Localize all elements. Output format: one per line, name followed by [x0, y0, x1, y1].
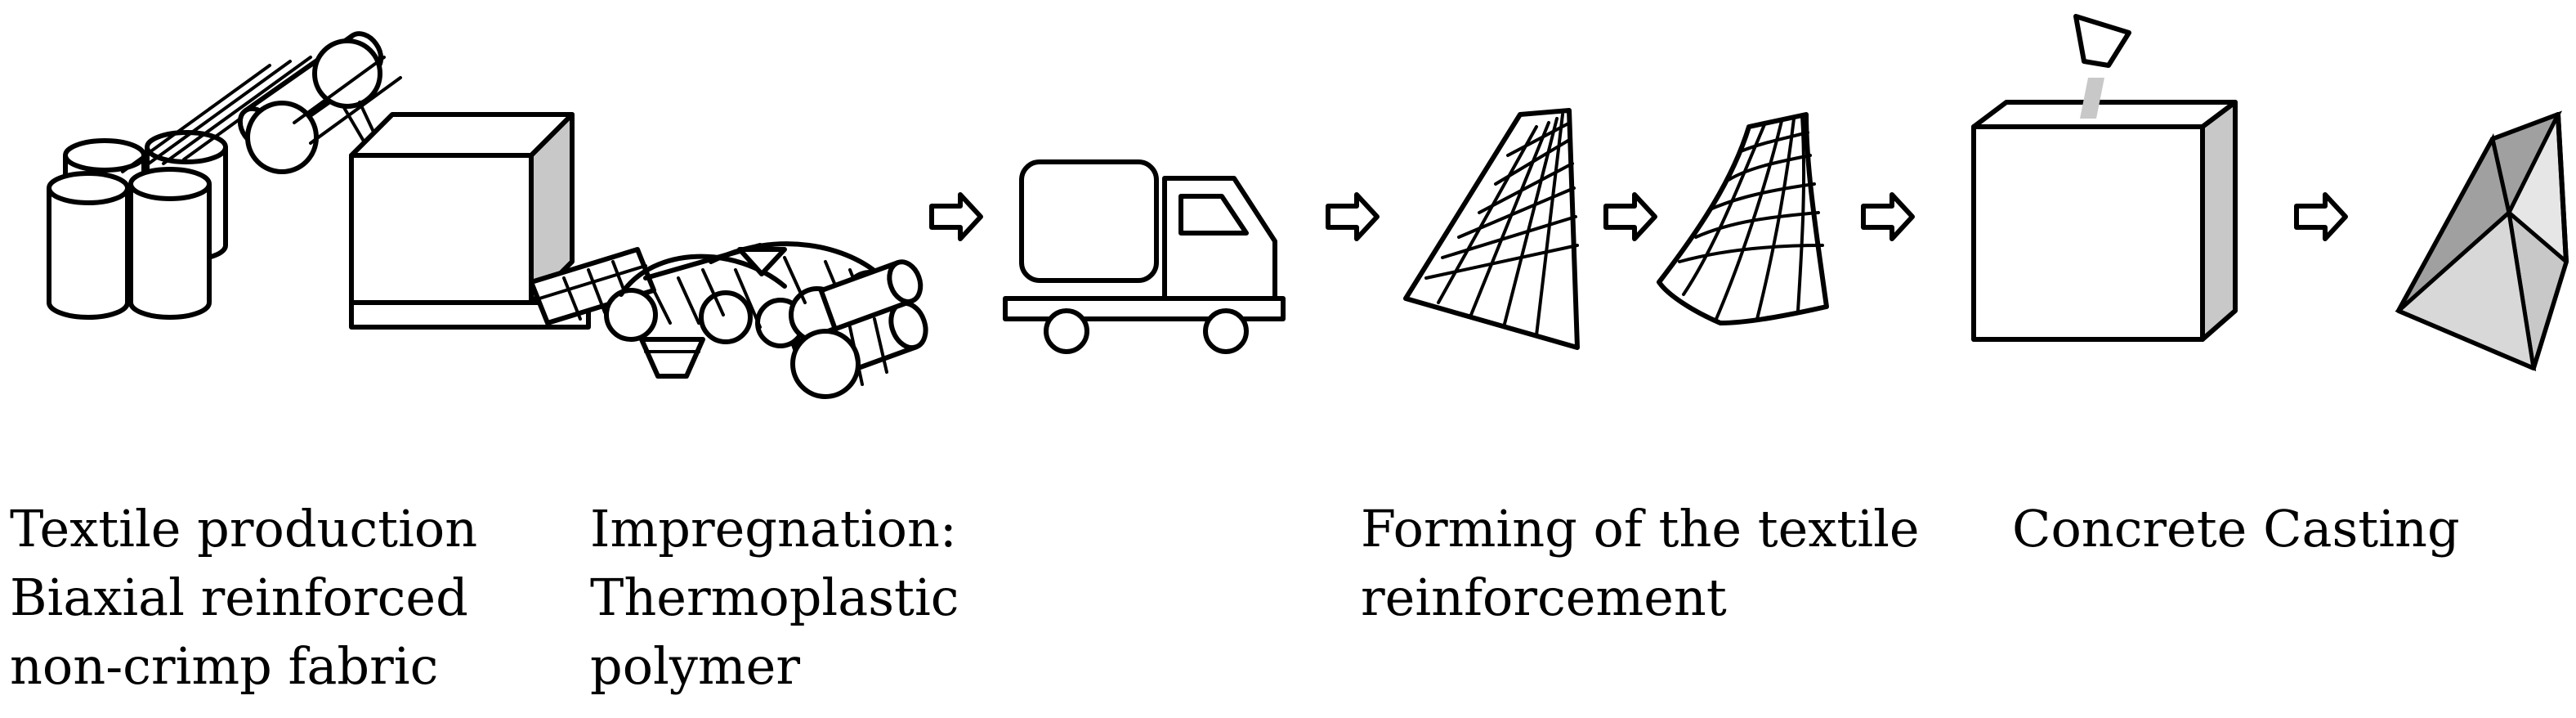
step-label-textile-production: Textile production Biaxial reinforced no…: [10, 499, 478, 696]
arrow-icon: [929, 192, 983, 241]
yarn-spools-icon: [47, 130, 228, 320]
formed-textile-icon: [1657, 112, 1829, 325]
guide-rollers-icon: [237, 31, 402, 177]
step-label-forming: Forming of the textile reinforcement: [1361, 499, 1920, 627]
concrete-shell-icon: [2395, 110, 2569, 372]
arrow-icon: [1861, 192, 1915, 241]
arrow-icon: [2294, 192, 2348, 241]
casting-bucket-icon: [2073, 14, 2131, 68]
step-label-impregnation: Impregnation: Thermoplastic polymer: [590, 499, 959, 696]
formwork-box-icon: [1971, 14, 2238, 342]
impregnation-bath-icon: [639, 337, 705, 379]
take-up-rolls-icon: [790, 259, 928, 399]
truck-icon: [1003, 159, 1286, 354]
textile-grid-icon: [1403, 108, 1580, 350]
arrow-icon: [1326, 192, 1380, 241]
weaving-machine-icon: [349, 112, 624, 330]
arrow-icon: [1603, 192, 1657, 241]
step-label-concrete-casting: Concrete Casting: [2012, 499, 2460, 559]
